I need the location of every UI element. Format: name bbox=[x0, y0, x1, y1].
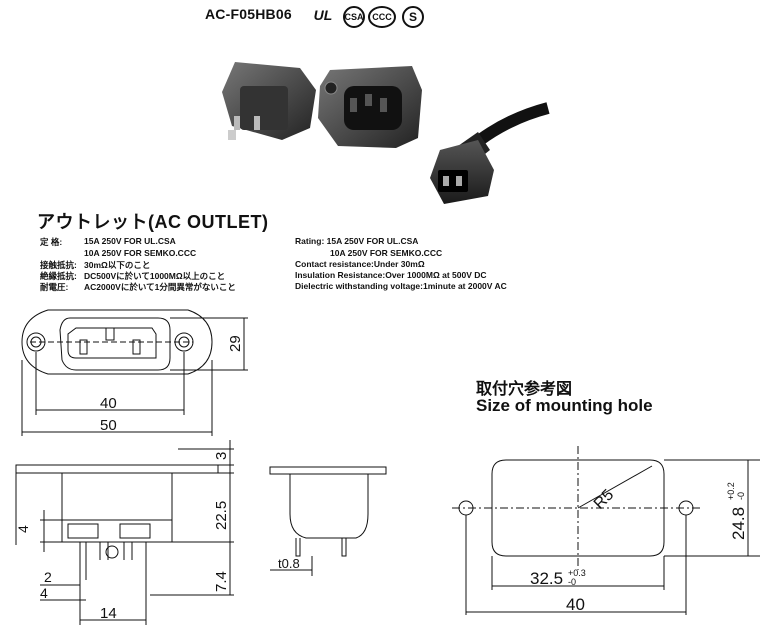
dim-3-label: 3 bbox=[213, 452, 230, 460]
mount-height-tol-minus: -0 bbox=[736, 492, 746, 500]
spec-en-rating-2: 10A 250V FOR SEMKO.CCC bbox=[330, 248, 443, 258]
mounting-hole-drawing bbox=[452, 446, 760, 615]
mount-width-inner-label: 32.5 bbox=[530, 569, 563, 588]
spec-jp-value-rating-2: 10A 250V FOR SEMKO.CCC bbox=[84, 248, 197, 258]
outlet-rear-view bbox=[222, 62, 316, 140]
mount-width-tol-plus: +0.3 bbox=[568, 568, 586, 578]
spec-jp-label-insulation: 絶縁抵抗: bbox=[40, 271, 77, 281]
radius-label: R5 bbox=[591, 486, 618, 513]
mount-width-outer-label: 40 bbox=[566, 595, 585, 614]
spec-en-contact: Contact resistance:Under 30mΩ bbox=[295, 259, 425, 269]
spec-jp-label-contact: 接触抵抗: bbox=[40, 260, 77, 270]
spec-jp-label-rating: 定 格: bbox=[40, 237, 63, 247]
dim-50-label: 50 bbox=[100, 417, 117, 434]
spec-jp-value-contact: 30mΩ以下のこと bbox=[84, 260, 151, 270]
outlet-front-view bbox=[318, 66, 422, 148]
side-view-drawing bbox=[15, 440, 234, 625]
dim-29-label: 29 bbox=[227, 335, 244, 352]
mount-height-label: 24.8 bbox=[729, 507, 748, 540]
spec-jp-value-dielectric: AC2000Vに於いて1分間異常がないこと bbox=[84, 282, 236, 292]
ul-certification-mark: UL bbox=[313, 7, 333, 23]
model-number: AC-F05HB06 bbox=[205, 6, 292, 22]
mounting-title-en: Size of mounting hole bbox=[476, 396, 653, 415]
dim-40-label: 40 bbox=[100, 395, 117, 412]
spec-jp-value-insulation: DC500Vに於いて1000MΩ以上のこと bbox=[84, 271, 226, 281]
spec-jp-value-rating: 15A 250V FOR UL.CSA bbox=[84, 236, 176, 246]
s-certification-mark: S bbox=[402, 6, 424, 28]
thickness-label: t0.8 bbox=[278, 556, 300, 571]
mount-width-tol-minus: -0 bbox=[568, 577, 576, 587]
spec-en-rating: Rating: 15A 250V FOR UL.CSA bbox=[295, 236, 419, 246]
dim-2-label: 2 bbox=[44, 569, 52, 585]
end-view-drawing bbox=[269, 466, 387, 576]
dim-7-4-label: 7.4 bbox=[213, 571, 230, 592]
power-plug bbox=[430, 102, 550, 204]
dim-4-vertical-label: 4 bbox=[15, 525, 31, 533]
section-title: アウトレット(AC OUTLET) bbox=[37, 212, 269, 232]
ccc-certification-mark: CCC bbox=[368, 6, 396, 28]
csa-certification-mark: CSA bbox=[343, 6, 365, 28]
mount-height-tol-plus: +0.2 bbox=[726, 482, 736, 500]
spec-en-dielectric: Dielectric withstanding voltage:1minute … bbox=[295, 281, 507, 291]
mounting-title-jp: 取付穴参考図 bbox=[476, 381, 573, 398]
front-view-drawing bbox=[21, 309, 248, 436]
dim-22-5-label: 22.5 bbox=[213, 501, 230, 530]
dim-14-label: 14 bbox=[100, 605, 117, 622]
spec-en-insulation: Insulation Resistance:Over 1000MΩ at 500… bbox=[295, 270, 487, 280]
dim-4-horizontal-label: 4 bbox=[40, 585, 48, 601]
spec-jp-label-dielectric: 耐電圧: bbox=[40, 282, 69, 292]
